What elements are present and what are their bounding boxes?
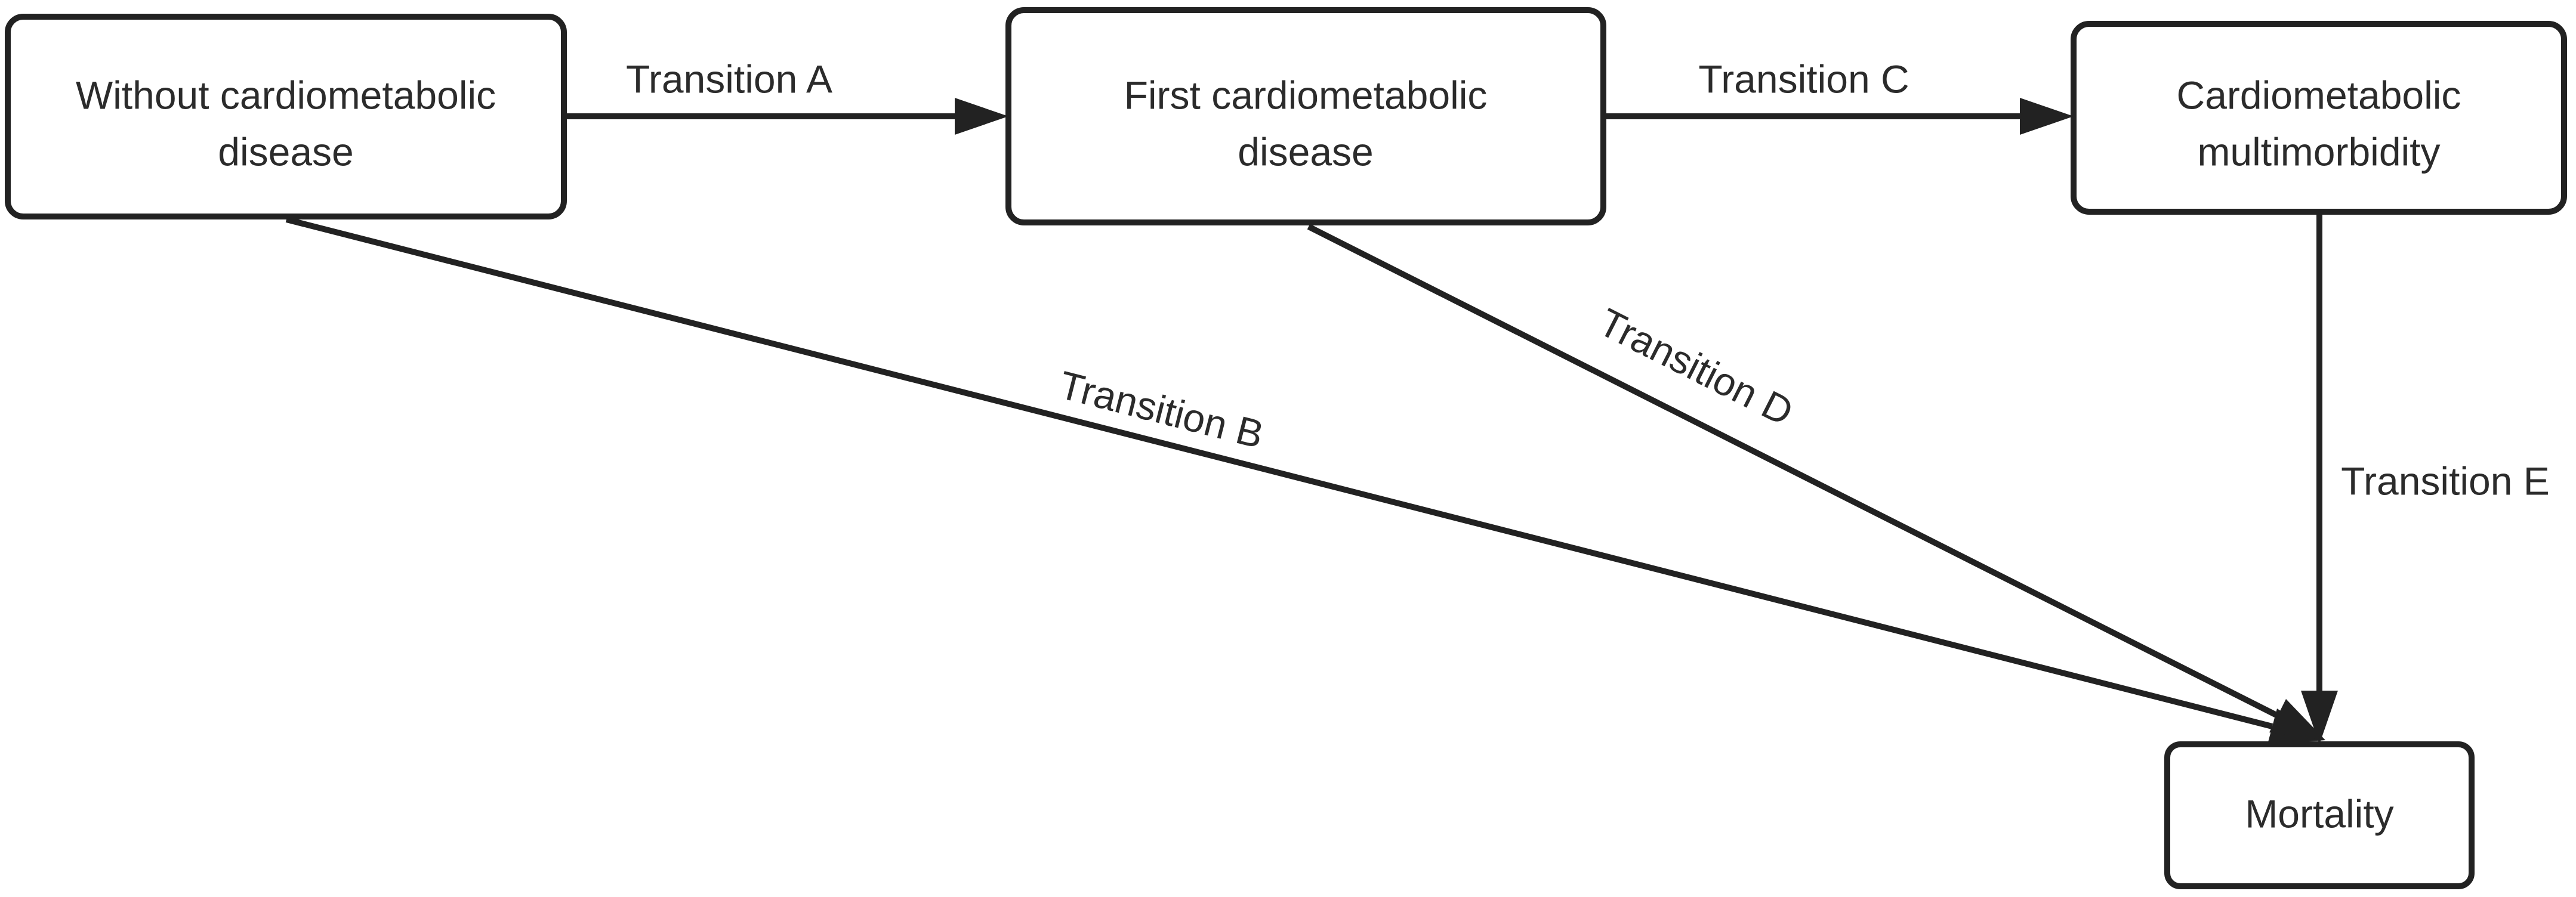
node-without-box [5, 14, 567, 219]
node-first-label-line-1: First cardiometabolic [1124, 73, 1488, 117]
node-without-label-line-2: disease [218, 129, 354, 174]
edge-transition-a-label: Transition A [626, 57, 832, 101]
edge-transition-d-line [1307, 224, 2279, 719]
node-mortality-label: Mortality [2245, 791, 2393, 836]
edge-transition-d-label: Transition D [1592, 299, 1800, 434]
edge-transition-e: Transition E [2301, 212, 2550, 744]
node-mortality-box [2164, 741, 2475, 889]
node-first-label-line-2: disease [1238, 129, 1374, 174]
edge-transition-e-arrowhead [2301, 691, 2338, 744]
node-multi-label-line-2: multimorbidity [2197, 129, 2440, 174]
edge-transition-a-arrowhead [955, 98, 1008, 135]
node-multi-box [2071, 21, 2567, 215]
node-cardiometabolic-multimorbidity: Cardiometabolic multimorbidity [2071, 21, 2567, 215]
node-without-label-line-1: Without cardiometabolic [76, 73, 496, 117]
edge-transition-c: Transition C [1603, 57, 2074, 135]
edge-transition-b-line [285, 216, 2273, 729]
edge-transition-b: Transition B [285, 216, 2325, 744]
edge-transition-a: Transition A [564, 57, 1008, 135]
node-multi-label-line-1: Cardiometabolic [2177, 73, 2461, 117]
node-first-cardiometabolic-disease: First cardiometabolic disease [1005, 7, 1606, 225]
node-mortality: Mortality [2164, 741, 2475, 889]
edge-transition-e-label: Transition E [2341, 459, 2550, 503]
node-without-cardiometabolic-disease: Without cardiometabolic disease [5, 14, 567, 219]
edge-transition-d: Transition D [1307, 224, 2325, 740]
node-first-box [1005, 7, 1606, 225]
edge-transition-c-arrowhead [2020, 98, 2074, 135]
edge-transition-d-arrowhead [2269, 699, 2325, 740]
edge-transition-c-label: Transition C [1698, 57, 1909, 101]
